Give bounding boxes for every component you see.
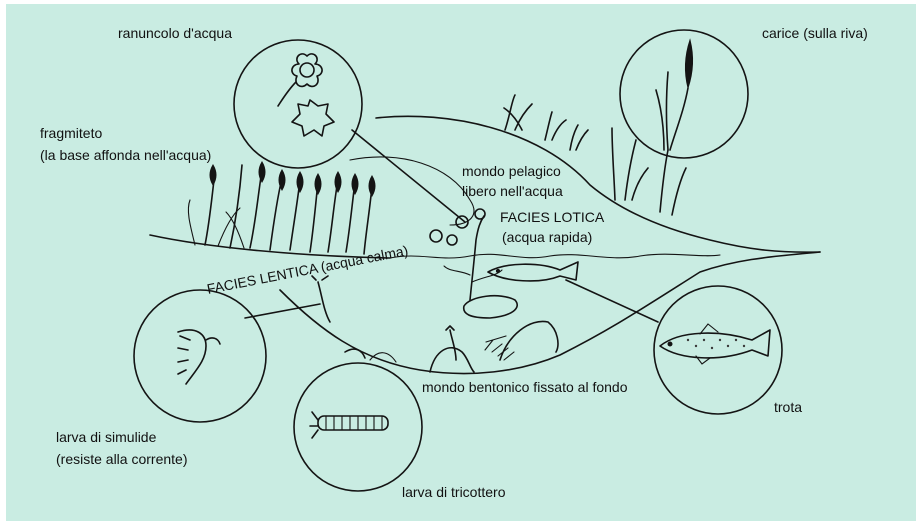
label-simulide: larva di simulide: [56, 429, 157, 445]
label-tricottero: larva di tricottero: [402, 484, 506, 500]
label-fragmiteto: fragmiteto: [40, 125, 102, 141]
label-fragmiteto-note: (la base affonda nell'acqua): [40, 147, 211, 163]
label-carice: carice (sulla riva): [762, 25, 868, 41]
label-bentonico: mondo bentonico fissato al fondo: [422, 379, 628, 395]
label-simulide-note: (resiste alla corrente): [56, 451, 188, 467]
trout-eye: [668, 342, 672, 346]
label-lotica-note: (acqua rapida): [502, 229, 592, 245]
label-ranuncolo: ranuncolo d'acqua: [118, 25, 232, 41]
label-trota: trota: [774, 399, 802, 415]
label-pelagico: mondo pelagico: [462, 163, 561, 179]
trout-small-eye: [496, 269, 499, 272]
label-pelagico-note: libero nell'acqua: [462, 183, 563, 199]
label-lotica: FACIES LOTICA: [500, 209, 605, 225]
